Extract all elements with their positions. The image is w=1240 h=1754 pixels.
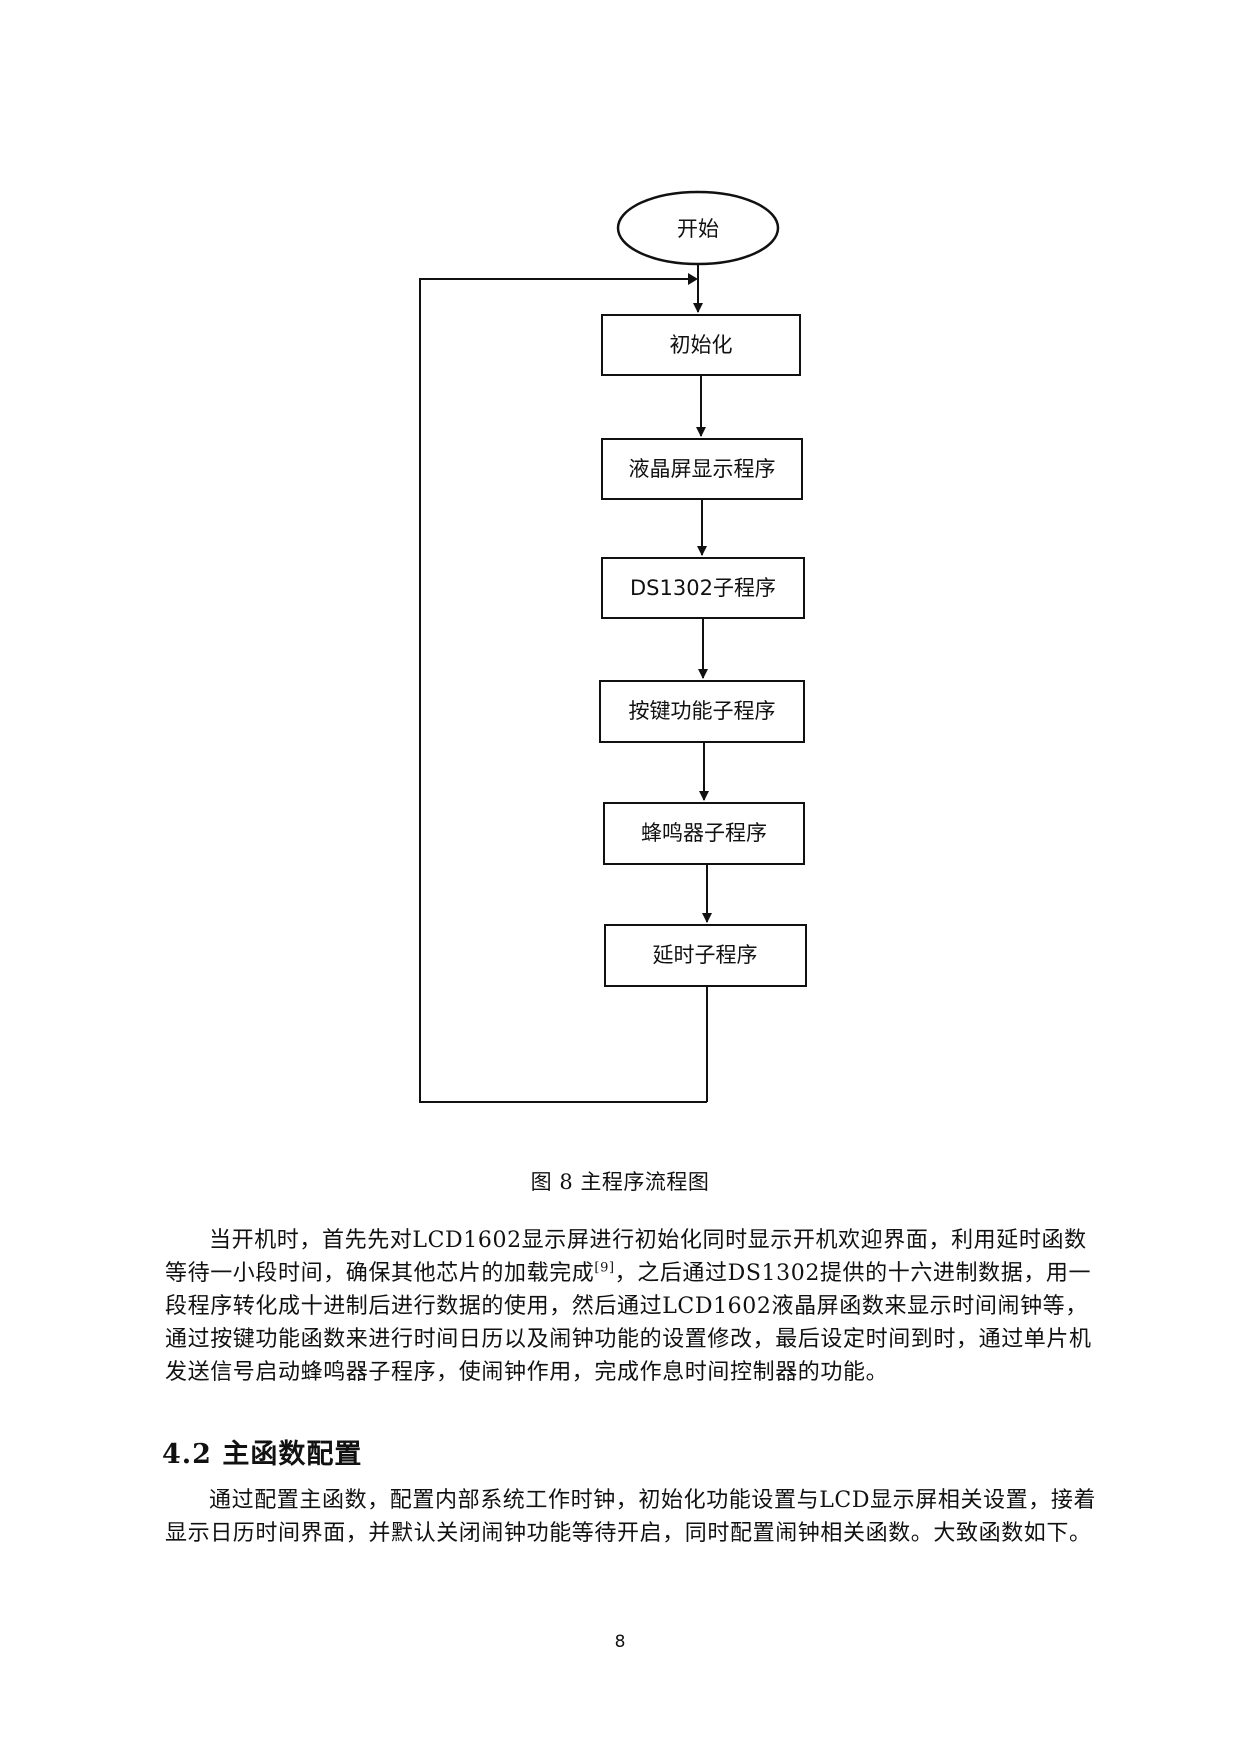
citation-marker[interactable]: [9] — [594, 1260, 615, 1276]
section-heading: 4.2 主函数配置 — [162, 1439, 363, 1470]
flowchart-step-2: 液晶屏显示程序 — [601, 438, 803, 500]
step-label: 延时子程序 — [653, 943, 758, 967]
figure-caption: 图 8 主程序流程图 — [530, 1170, 710, 1194]
step-label: 按键功能子程序 — [629, 699, 776, 723]
loop-back-line — [419, 278, 707, 1103]
paragraph-text: 当开机时，首先先对LCD1602显示屏进行初始化同时显示开机欢迎界面，利用延时函… — [165, 1228, 1087, 1286]
main-program-flowchart: 开始 初始化 液晶屏显示程序 DS1302子程序 按键功能子程序 蜂鸣器子程序 … — [419, 190, 807, 1103]
step-label: 初始化 — [670, 333, 733, 357]
start-label: 开始 — [677, 217, 719, 241]
flowchart-step-1: 初始化 — [601, 314, 801, 376]
flowchart-step-3: DS1302子程序 — [601, 557, 805, 619]
loop-back-arrow — [688, 273, 698, 285]
step-label: DS1302子程序 — [630, 576, 776, 600]
body-paragraph-1: 当开机时，首先先对LCD1602显示屏进行初始化同时显示开机欢迎界面，利用延时函… — [165, 1224, 1105, 1389]
paragraph-text: ，之后通过DS1302提供的十六进制数据，用一段程序转化成十进制后进行数据的使用… — [165, 1261, 1092, 1385]
flowchart-start-node: 开始 — [616, 190, 780, 266]
step-label: 蜂鸣器子程序 — [641, 821, 767, 845]
body-paragraph-2: 通过配置主函数，配置内部系统工作时钟，初始化功能设置与LCD显示屏相关设置，接着… — [165, 1488, 1097, 1546]
flowchart-step-4: 按键功能子程序 — [599, 680, 805, 743]
page-number: 8 — [614, 1632, 626, 1652]
flowchart-step-6: 延时子程序 — [604, 924, 807, 987]
flowchart-step-5: 蜂鸣器子程序 — [603, 802, 805, 865]
step-label: 液晶屏显示程序 — [629, 457, 776, 481]
